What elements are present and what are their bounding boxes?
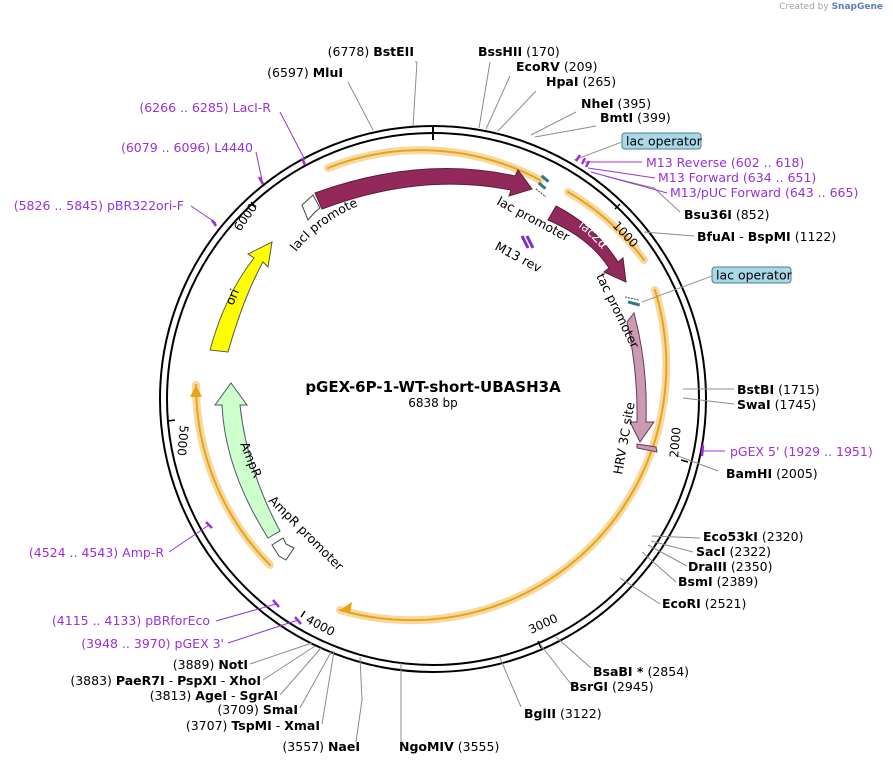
enzyme-bsteii: (6778) BstEII: [328, 44, 414, 59]
enzyme-ecorv: EcoRV (209): [516, 59, 597, 74]
ampr-feature: [214, 382, 281, 539]
enzyme-paer7i-pspxi-xhoi: (3883) PaeR7I - PspXI - XhoI: [70, 673, 261, 688]
credit-prefix: Created by: [779, 2, 829, 12]
enzyme-bmti: BmtI (399): [600, 110, 671, 125]
tick-5000: 5000: [174, 425, 191, 457]
enzyme-bfuai-bspmi: BfuAI - BspMI (1122): [697, 229, 836, 244]
snapgene-credit: Created by SnapGene: [779, 2, 883, 12]
enzyme-nhei: NheI (395): [581, 96, 651, 111]
enzyme-bamhi: BamHI (2005): [726, 466, 818, 481]
enzyme-noti: (3889) NotI: [173, 657, 248, 672]
lac-operator-box-1: lac operator: [621, 132, 703, 150]
primer-l4440: (6079 .. 6096) L4440: [121, 140, 253, 155]
ori-feature: [209, 241, 273, 353]
enzyme-ngomiv: NgoMIV (3555): [399, 739, 499, 754]
m13-rev-marks: [520, 235, 535, 249]
enzyme-smai: (3709) SmaI: [217, 702, 298, 717]
enzyme-bsabi: BsaBI * (2854): [593, 664, 689, 679]
ampr-promoter-feature: [271, 537, 295, 561]
enzyme-agei-sgrai: (3813) AgeI - SgrAI: [150, 688, 278, 703]
lacI-promoter-feature: [301, 194, 321, 221]
plasmid-name: pGEX-6P-1-WT-short-UBASH3A: [305, 378, 561, 396]
enzyme-eco53ki: Eco53kI (2320): [703, 529, 803, 544]
enzyme-tspmi-xmai: (3707) TspMI - XmaI: [186, 718, 320, 733]
enzyme-bstbi: BstBI (1715): [737, 382, 820, 397]
enzyme-bglii: BglII (3122): [524, 706, 602, 721]
enzyme-swai: SwaI (1745): [737, 397, 816, 412]
lac-operator-2-text: lac operator: [716, 268, 793, 283]
hrv-site-feature: [636, 443, 658, 453]
lac-operator-2-leader: [641, 275, 713, 303]
lacI-label: lacI: [408, 153, 429, 167]
lacZa-feature: [547, 205, 627, 283]
tick-marks: [167, 201, 689, 649]
primer-pbr322ori-f: (5826 .. 5845) pBR322ori-F: [14, 198, 184, 213]
lac-operator-box-2: lac operator: [711, 266, 793, 284]
enzyme-labels: (6778) BstEII (6597) MluI BssHII (170) E…: [70, 44, 836, 754]
primer-marks: [205, 154, 705, 625]
enzyme-bsu36i: Bsu36I (852): [684, 207, 770, 222]
enzyme-naei: (3557) NaeI: [282, 739, 360, 754]
lac-operator-marks: [535, 174, 641, 307]
m13-rev-label: M13 rev: [493, 238, 545, 275]
lacI-feature: [314, 168, 533, 210]
orf-arrow-lower: [340, 602, 352, 614]
ampr-promoter-label: AmpR promoter: [266, 493, 347, 574]
orf-arrow-ampr: [190, 385, 202, 397]
snapgene-brand: SnapGene: [831, 2, 883, 12]
gst-feature: [626, 311, 655, 443]
enzyme-bsshii: BssHII (170): [478, 44, 560, 59]
ori-label: ori: [222, 286, 242, 307]
lac-operator-1-leader: [573, 141, 623, 161]
primer-amp-r: (4524 .. 4543) Amp-R: [29, 545, 164, 560]
enzyme-mlui: (6597) MluI: [267, 65, 343, 80]
plasmid-size: 6838 bp: [408, 396, 458, 410]
primer-pgex-3: (3948 .. 3970) pGEX 3': [81, 636, 224, 651]
tick-3000: 3000: [526, 611, 560, 637]
lac-operator-1-text: lac operator: [626, 134, 703, 149]
tac-promoter-label: tac promoter: [593, 271, 643, 352]
primer-m13-reverse: M13 Reverse (602 .. 618): [646, 155, 804, 170]
enzyme-draiii: DraIII (2350): [688, 559, 773, 574]
enzyme-saci: SacI (2322): [696, 544, 771, 559]
primer-pgex-5: pGEX 5' (1929 .. 1951): [730, 444, 873, 459]
tick-2000: 2000: [667, 427, 684, 459]
enzyme-hpai: HpaI (265): [546, 74, 616, 89]
enzyme-bsmi: BsmI (2389): [678, 574, 758, 589]
enzyme-bsrgi: BsrGI (2945): [570, 679, 654, 694]
primer-laci-r: (6266 .. 6285) LacI-R: [139, 100, 271, 115]
primer-labels: (6266 .. 6285) LacI-R (6079 .. 6096) L44…: [14, 100, 873, 651]
primer-m13-forward: M13 Forward (634 .. 651): [658, 170, 816, 185]
enzyme-ecori: EcoRI (2521): [662, 596, 746, 611]
primer-m13-puc-forward: M13/pUC Forward (643 .. 665): [670, 185, 858, 200]
gst-label: GST: [644, 362, 661, 389]
hrv-label: HRV 3C site: [610, 401, 638, 476]
enzyme-leaders: [249, 61, 735, 743]
primer-pbrforeco: (4115 .. 4133) pBRforEco: [52, 613, 210, 628]
primer-leaders: [168, 111, 725, 644]
orf-arcs: [191, 146, 671, 625]
